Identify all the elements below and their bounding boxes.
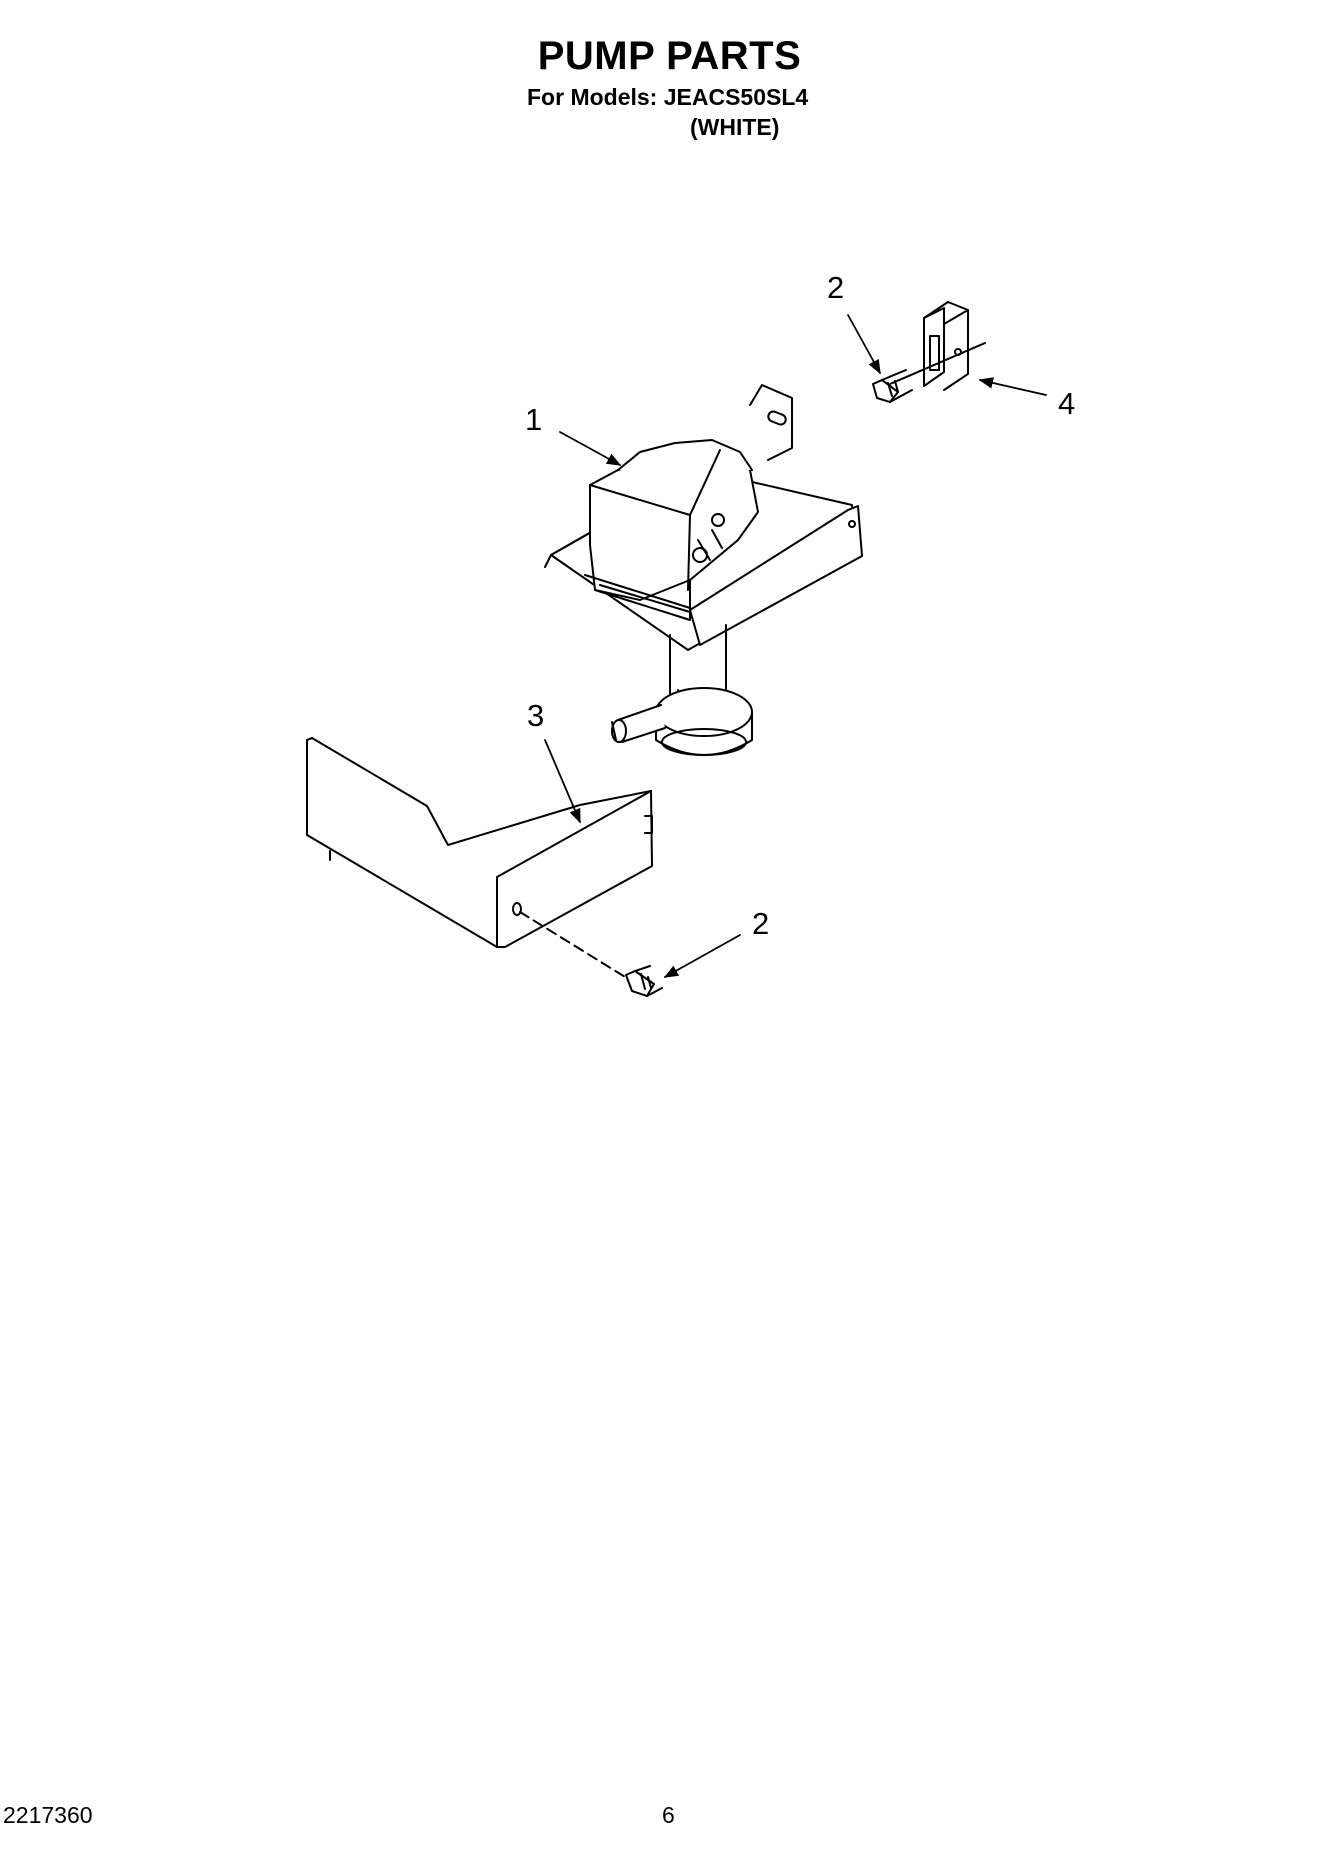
page-number: 6	[662, 1802, 675, 1828]
callout-2-upper: 2	[827, 270, 844, 305]
pump-assembly-part-1	[544, 384, 863, 756]
screw-part-2-upper	[872, 369, 913, 403]
color-variant: (WHITE)	[690, 114, 780, 140]
bracket-part-4	[889, 301, 986, 391]
shield-part-3	[306, 737, 653, 981]
leader-arrows	[544, 314, 1047, 978]
models-line: For Models: JEACS50SL4	[527, 84, 809, 110]
page-title: PUMP PARTS	[537, 34, 802, 78]
callout-4: 4	[1058, 386, 1075, 421]
callout-3: 3	[527, 698, 544, 733]
screw-part-2-lower	[625, 965, 663, 997]
callout-1: 1	[525, 402, 542, 437]
document-number: 2217360	[3, 1802, 93, 1828]
callout-2-lower: 2	[752, 906, 769, 941]
